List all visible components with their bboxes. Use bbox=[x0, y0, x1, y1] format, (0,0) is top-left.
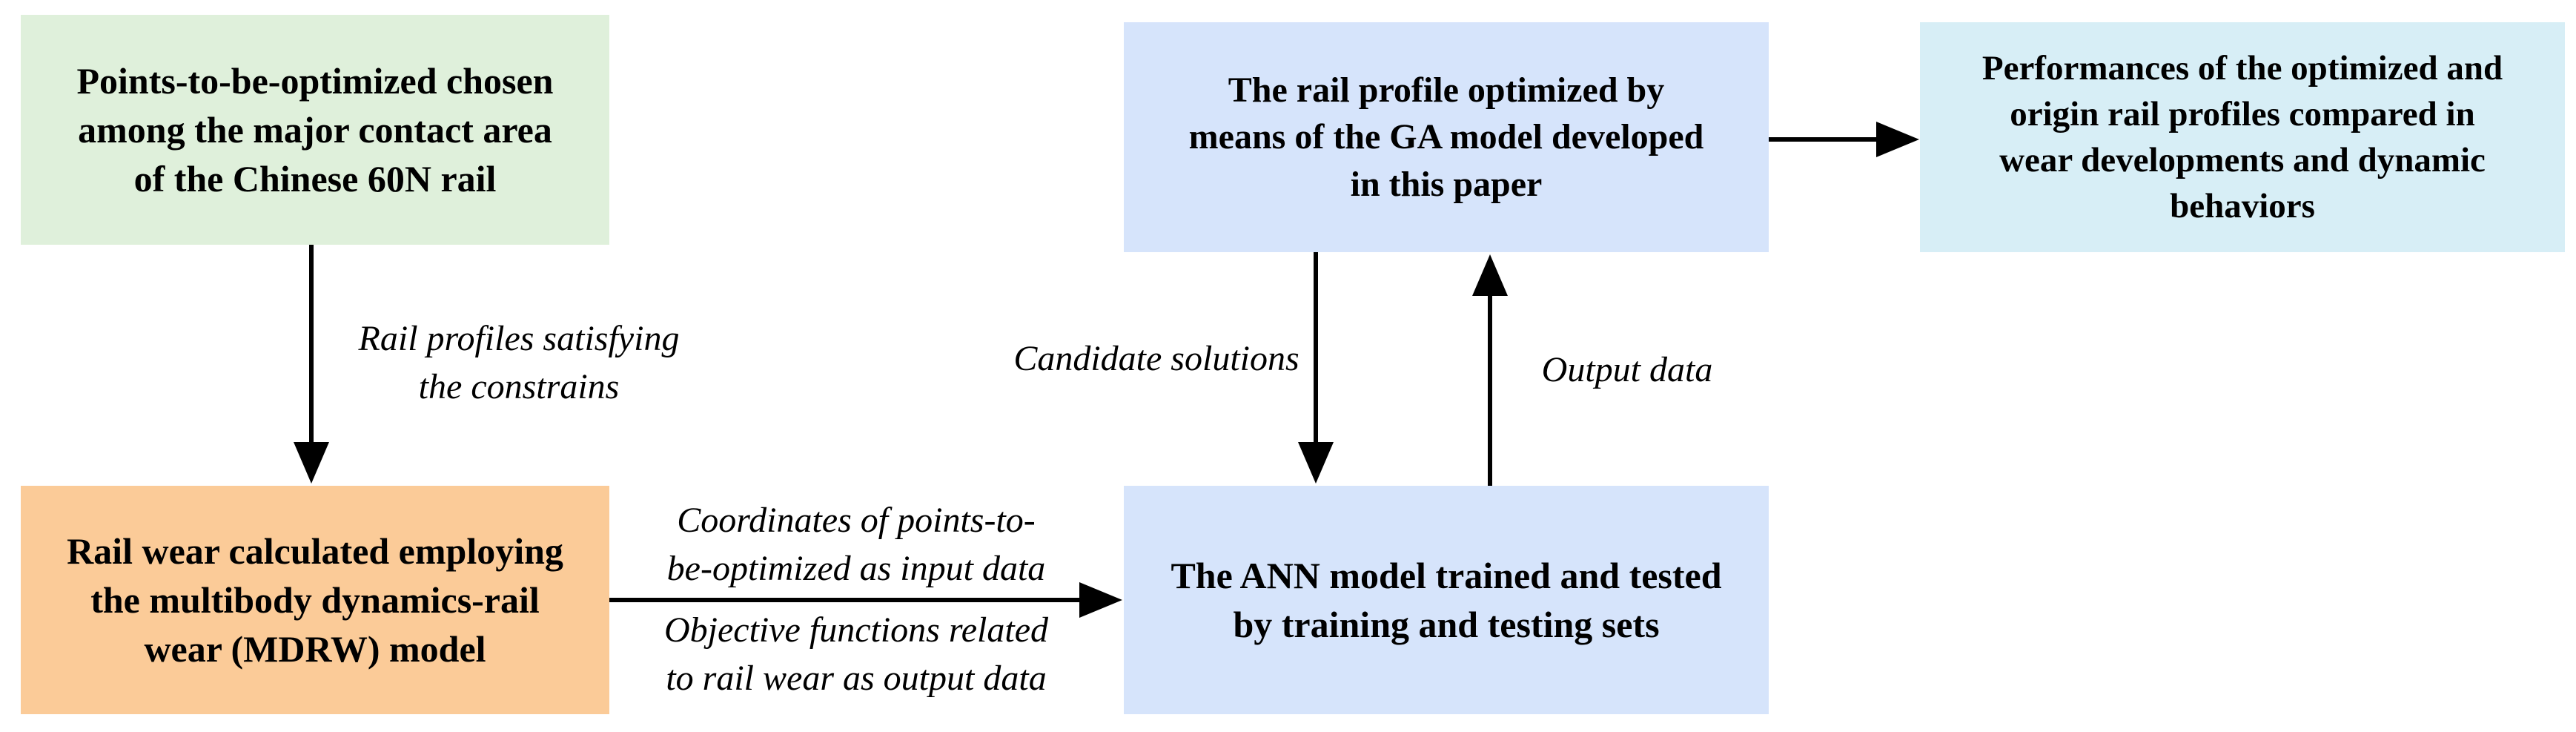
edge-label-coordinates-input: Coordinates of points-to- be-optimized a… bbox=[619, 497, 1093, 593]
node-ga-line-3: in this paper bbox=[1350, 164, 1543, 204]
node-ann-model: The ANN model trained and tested by trai… bbox=[1124, 486, 1769, 714]
edge-wear-to-ann bbox=[609, 582, 1122, 618]
edge-label-candidate-solutions: Candidate solutions bbox=[964, 335, 1349, 383]
node-performances-line-4: behaviors bbox=[2170, 187, 2315, 226]
node-points-to-be-optimized-line-3: of the Chinese 60N rail bbox=[133, 158, 497, 200]
node-rail-wear-line-3: wear (MDRW) model bbox=[144, 628, 486, 670]
edge-label-constraints-line-2: the constrains bbox=[418, 366, 620, 406]
node-points-to-be-optimized-line-1: Points-to-be-optimized chosen bbox=[76, 60, 554, 102]
edge-ann-to-ga bbox=[1472, 254, 1508, 486]
node-rail-wear-mdrw: Rail wear calculated employing the multi… bbox=[21, 486, 609, 714]
node-rail-wear-line-2: the multibody dynamics-rail bbox=[90, 579, 540, 621]
edge-label-objective-line-1: Objective functions related bbox=[663, 610, 1049, 650]
edge-label-output-line-1: Output data bbox=[1541, 350, 1713, 389]
node-rail-wear-line-1: Rail wear calculated employing bbox=[67, 530, 563, 572]
edge-label-constraints-line-1: Rail profiles satisfying bbox=[358, 319, 680, 358]
node-performances-line-2: origin rail profiles compared in bbox=[2010, 94, 2475, 133]
node-ga-line-1: The rail profile optimized by bbox=[1228, 70, 1665, 110]
node-performances-compared: Performances of the optimized and origin… bbox=[1920, 22, 2565, 252]
node-ga-optimized-profile: The rail profile optimized by means of t… bbox=[1124, 22, 1769, 252]
node-performances-line-1: Performances of the optimized and bbox=[1981, 48, 2503, 88]
edge-label-objective-line-2: to rail wear as output data bbox=[666, 658, 1047, 698]
node-points-to-be-optimized-line-2: among the major contact area bbox=[78, 109, 552, 151]
edge-points-to-wear bbox=[294, 245, 329, 484]
node-points-to-be-optimized: Points-to-be-optimized chosen among the … bbox=[21, 15, 609, 245]
edge-label-rail-profiles-satisfying: Rail profiles satisfying the constrains bbox=[304, 315, 734, 412]
node-ann-line-2: by training and testing sets bbox=[1233, 604, 1660, 645]
node-ann-line-1: The ANN model trained and tested bbox=[1171, 555, 1722, 596]
edge-label-input-line-2: be-optimized as input data bbox=[666, 548, 1046, 588]
edge-label-output-data: Output data bbox=[1494, 346, 1761, 395]
edge-label-objective-functions: Objective functions related to rail wear… bbox=[619, 607, 1093, 703]
edge-label-input-line-1: Coordinates of points-to- bbox=[677, 501, 1036, 540]
node-ga-line-2: means of the GA model developed bbox=[1188, 117, 1704, 157]
edge-ga-to-performances bbox=[1769, 122, 1919, 157]
node-performances-line-3: wear developments and dynamic bbox=[1999, 141, 2486, 179]
edge-label-candidates-line-1: Candidate solutions bbox=[1013, 339, 1299, 378]
edge-ga-to-ann bbox=[1298, 252, 1334, 484]
